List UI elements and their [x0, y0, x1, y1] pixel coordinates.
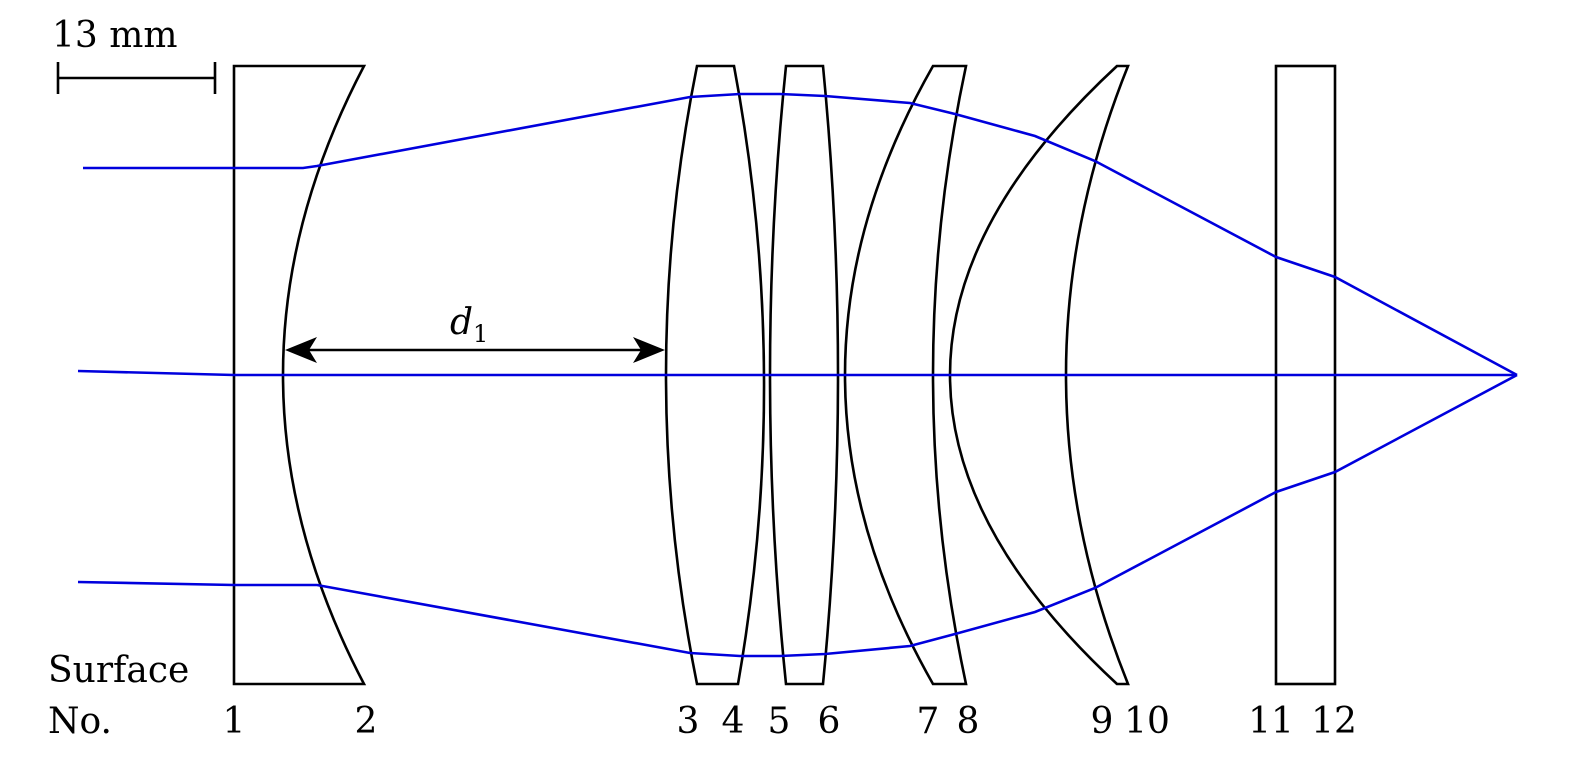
surface-number: 2 [355, 701, 378, 742]
ray-bundle [77, 92, 1518, 658]
surface-number: 12 [1311, 701, 1357, 742]
surface-number: 8 [957, 701, 980, 742]
lens-element-1 [232, 64, 367, 686]
scale-bar-label: 13 mm [52, 15, 178, 56]
surface-number: 1 [223, 701, 246, 742]
dimension-label: d1 [450, 302, 488, 348]
scale-bar: 13 mm [52, 15, 217, 94]
axial-ray [77, 369, 1517, 377]
lens-element-3 [768, 64, 840, 686]
surface-number: 9 [1091, 701, 1114, 742]
surface-number: 3 [677, 701, 700, 742]
surface-number: 11 [1248, 701, 1294, 742]
upper-marginal-ray [83, 92, 1518, 377]
surface-numbers: 1 2 3 4 5 6 7 8 9 10 11 12 [223, 701, 1357, 742]
surface-number: 5 [768, 701, 791, 742]
surface-number: 6 [818, 701, 841, 742]
surface-number: 4 [722, 701, 745, 742]
surface-caption-line2: No. [48, 701, 112, 742]
surface-caption-line1: Surface [48, 650, 189, 691]
lens-element-5 [948, 64, 1130, 686]
lens-element-2 [664, 64, 766, 686]
dimension-d1: d1 [285, 302, 665, 363]
lower-marginal-ray [77, 373, 1518, 658]
lens-element-4 [843, 64, 968, 686]
surface-number: 7 [917, 701, 940, 742]
surface-number: 10 [1124, 701, 1170, 742]
